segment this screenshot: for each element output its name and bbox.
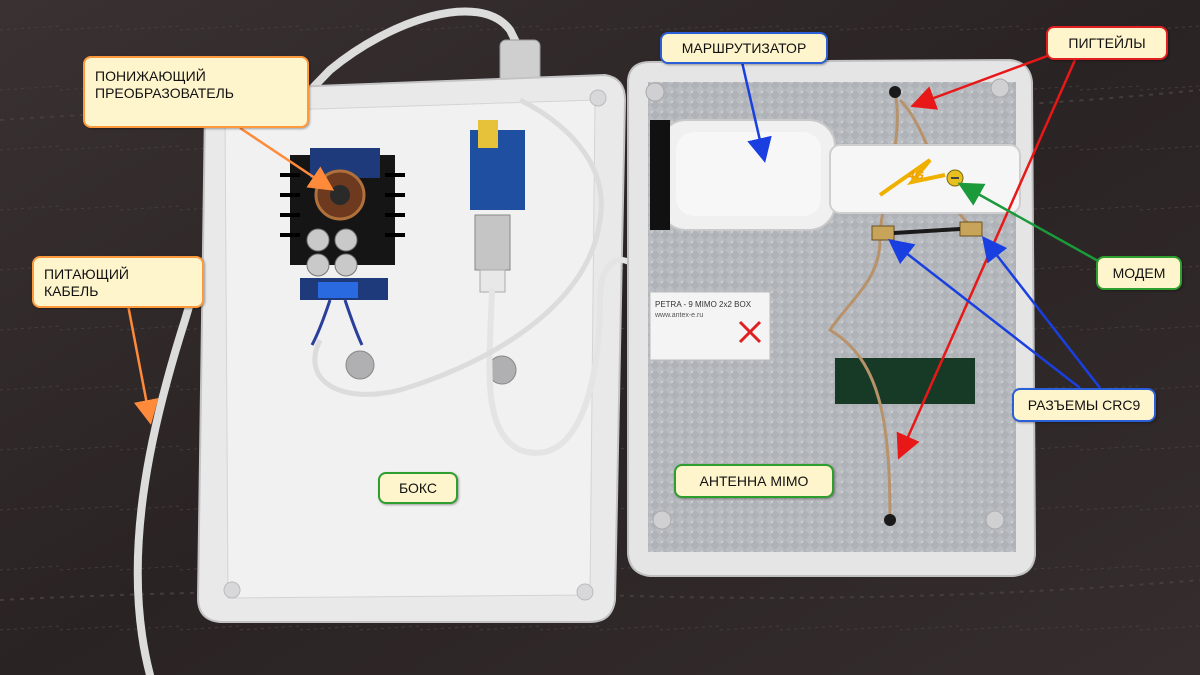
label-connectors-text: РАЗЪЕМЫ CRC9	[1027, 396, 1141, 413]
antenna-sticker	[649, 291, 771, 361]
label-antenna: АНТЕННА MIMO	[674, 464, 834, 498]
label-modem: МОДЕМ	[1096, 256, 1182, 290]
arrow-modem	[957, 182, 1101, 264]
label-converter-line1: ПОНИЖАЮЩИЙ	[95, 68, 206, 84]
label-box-text: БОКС	[398, 479, 438, 496]
label-antenna-text: АНТЕННА MIMO	[699, 472, 809, 489]
crc9-connector	[959, 221, 983, 237]
label-router: МАРШРУТИЗАТОР	[660, 32, 828, 64]
arrow-converter	[239, 126, 335, 191]
label-converter-line2: ПРЕОБРАЗОВАТЕЛЬ	[95, 85, 234, 101]
label-pigtails: ПИГТЕЙЛЫ	[1046, 26, 1168, 60]
usb-module	[470, 120, 525, 293]
crc9-connector	[871, 225, 895, 241]
router-device	[650, 119, 836, 231]
arrow-router	[740, 61, 772, 163]
modem-brand: 4G	[908, 168, 925, 182]
label-connectors: РАЗЪЕМЫ CRC9	[1012, 388, 1156, 422]
label-power-cable-line2: КАБЕЛЬ	[44, 283, 99, 299]
tape	[835, 358, 975, 404]
label-router-text: МАРШРУТИЗАТОР	[681, 39, 807, 56]
antenna-sticker-site: www.antex-e.ru	[655, 312, 704, 319]
arrow-power-cable	[126, 304, 159, 425]
arrow-connector-right	[981, 236, 1101, 389]
arrow-pigtail-top	[910, 53, 1051, 110]
label-power-cable-line1: ПИТАЮЩИЙ	[44, 266, 129, 282]
label-power-cable: ПИТАЮЩИЙ КАБЕЛЬ	[32, 256, 204, 308]
label-modem-text: МОДЕМ	[1112, 264, 1166, 281]
antenna-sticker-title: PETRA - 9 MIMO 2x2 BOX	[655, 300, 752, 309]
label-pigtails-text: ПИГТЕЙЛЫ	[1068, 34, 1146, 51]
arrow-connector-left	[888, 238, 1081, 389]
label-box: БОКС	[378, 472, 458, 504]
enclosure-box	[196, 73, 627, 623]
label-step-down-converter: ПОНИЖАЮЩИЙ ПРЕОБРАЗОВАТЕЛЬ	[83, 56, 309, 128]
